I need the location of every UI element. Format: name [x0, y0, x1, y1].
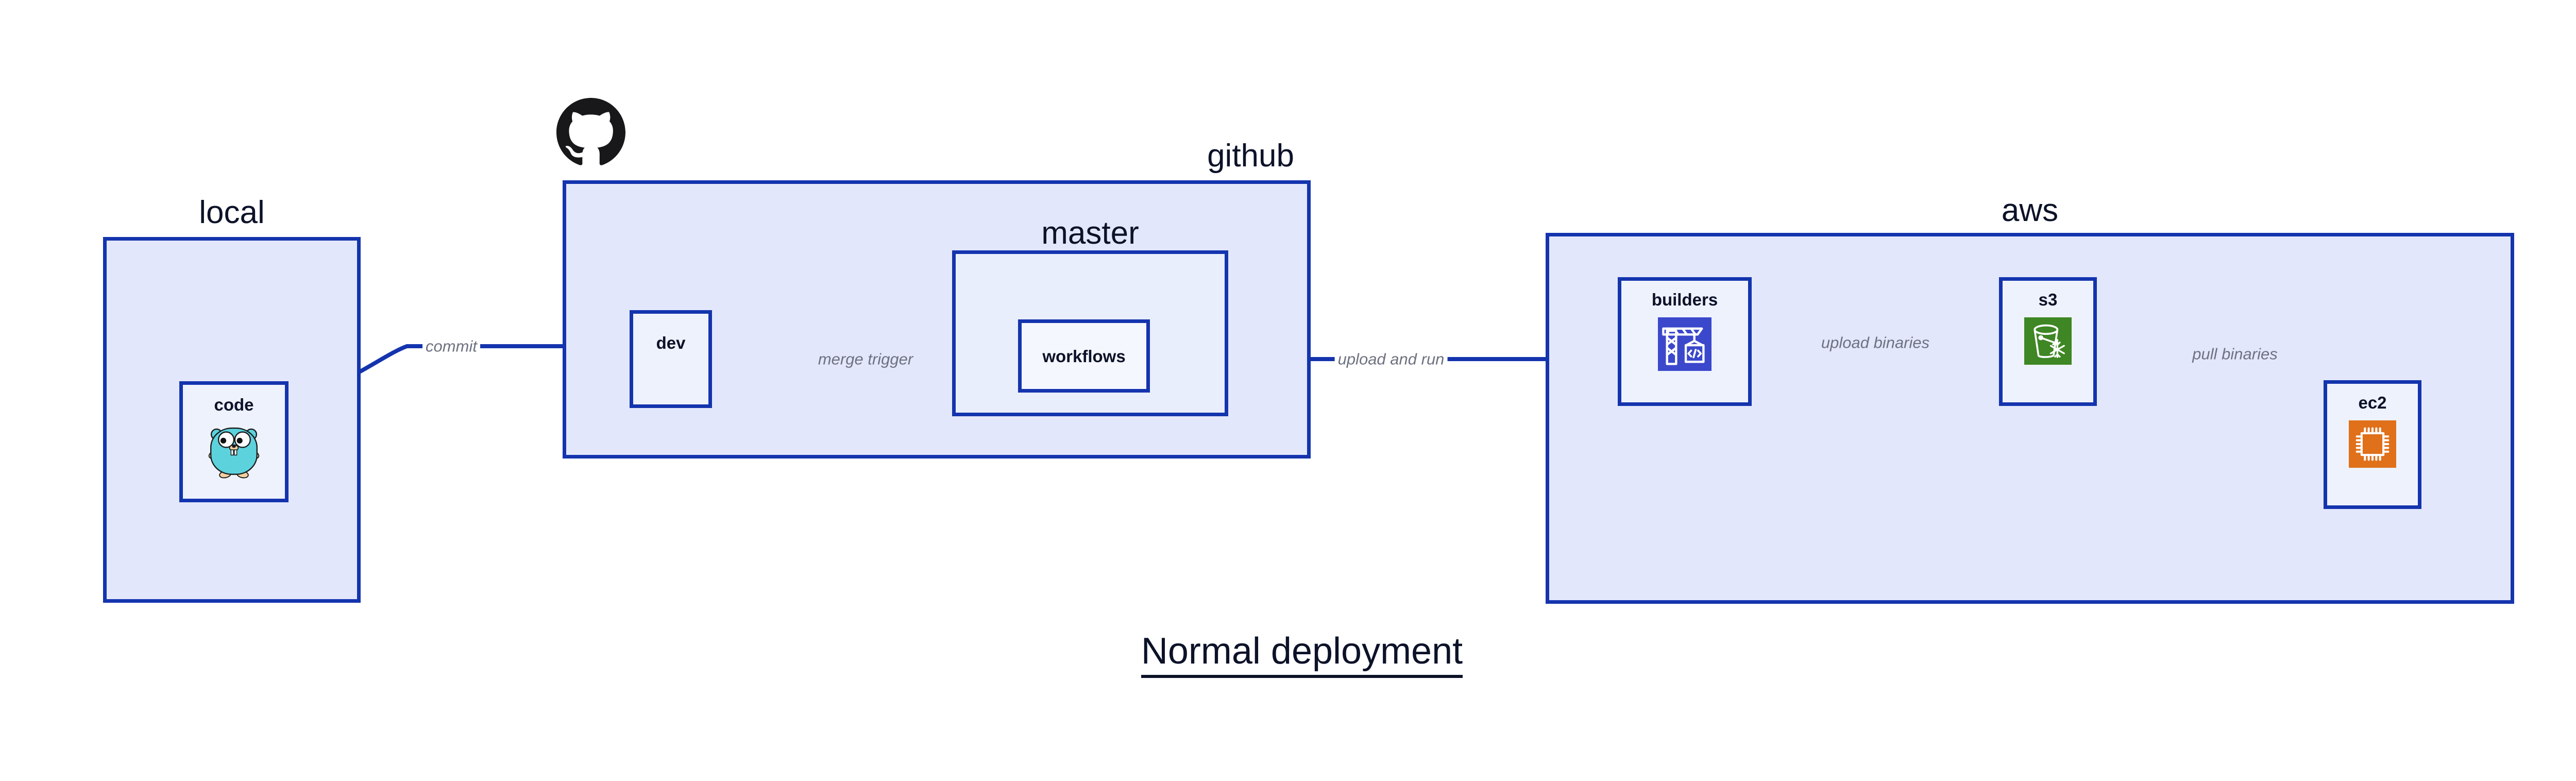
github-octocat-logo: [556, 98, 625, 167]
node-workflows[interactable]: workflows: [1018, 319, 1150, 393]
node-dev-label: dev: [656, 333, 686, 352]
aws-ec2-icon: [2349, 420, 2396, 470]
node-ec2[interactable]: ec2: [2324, 380, 2421, 509]
edge-label-upload-binaries: upload binaries: [1818, 334, 1933, 351]
page-title-text: Normal deployment: [1141, 631, 1463, 678]
page-title: Normal deployment: [0, 631, 2576, 678]
group-aws-label: aws: [2001, 193, 2059, 228]
node-code-label: code: [214, 395, 254, 414]
edge-label-pull-binaries: pull binaries: [2189, 346, 2281, 362]
aws-s3-glacier-icon: [2024, 317, 2072, 367]
edge-label-upload-and-run: upload and run: [1334, 351, 1448, 367]
edge-label-merge-trigger: merge trigger: [815, 351, 917, 367]
node-s3-label: s3: [2038, 290, 2058, 309]
go-gopher-icon: [205, 421, 263, 482]
group-master-label: master: [1041, 215, 1139, 251]
group-local-label: local: [199, 195, 265, 230]
group-github-label: github: [1207, 138, 1294, 174]
node-ec2-label: ec2: [2358, 393, 2387, 412]
aws-codebuild-icon: [1658, 317, 1711, 373]
node-code[interactable]: code: [179, 381, 289, 502]
node-builders-label: builders: [1651, 290, 1718, 309]
edge-label-commit: commit: [422, 338, 480, 354]
node-workflows-label: workflows: [1042, 346, 1126, 366]
node-dev[interactable]: dev: [630, 310, 712, 408]
node-builders[interactable]: builders: [1618, 277, 1752, 406]
node-s3[interactable]: s3: [1999, 277, 2097, 406]
